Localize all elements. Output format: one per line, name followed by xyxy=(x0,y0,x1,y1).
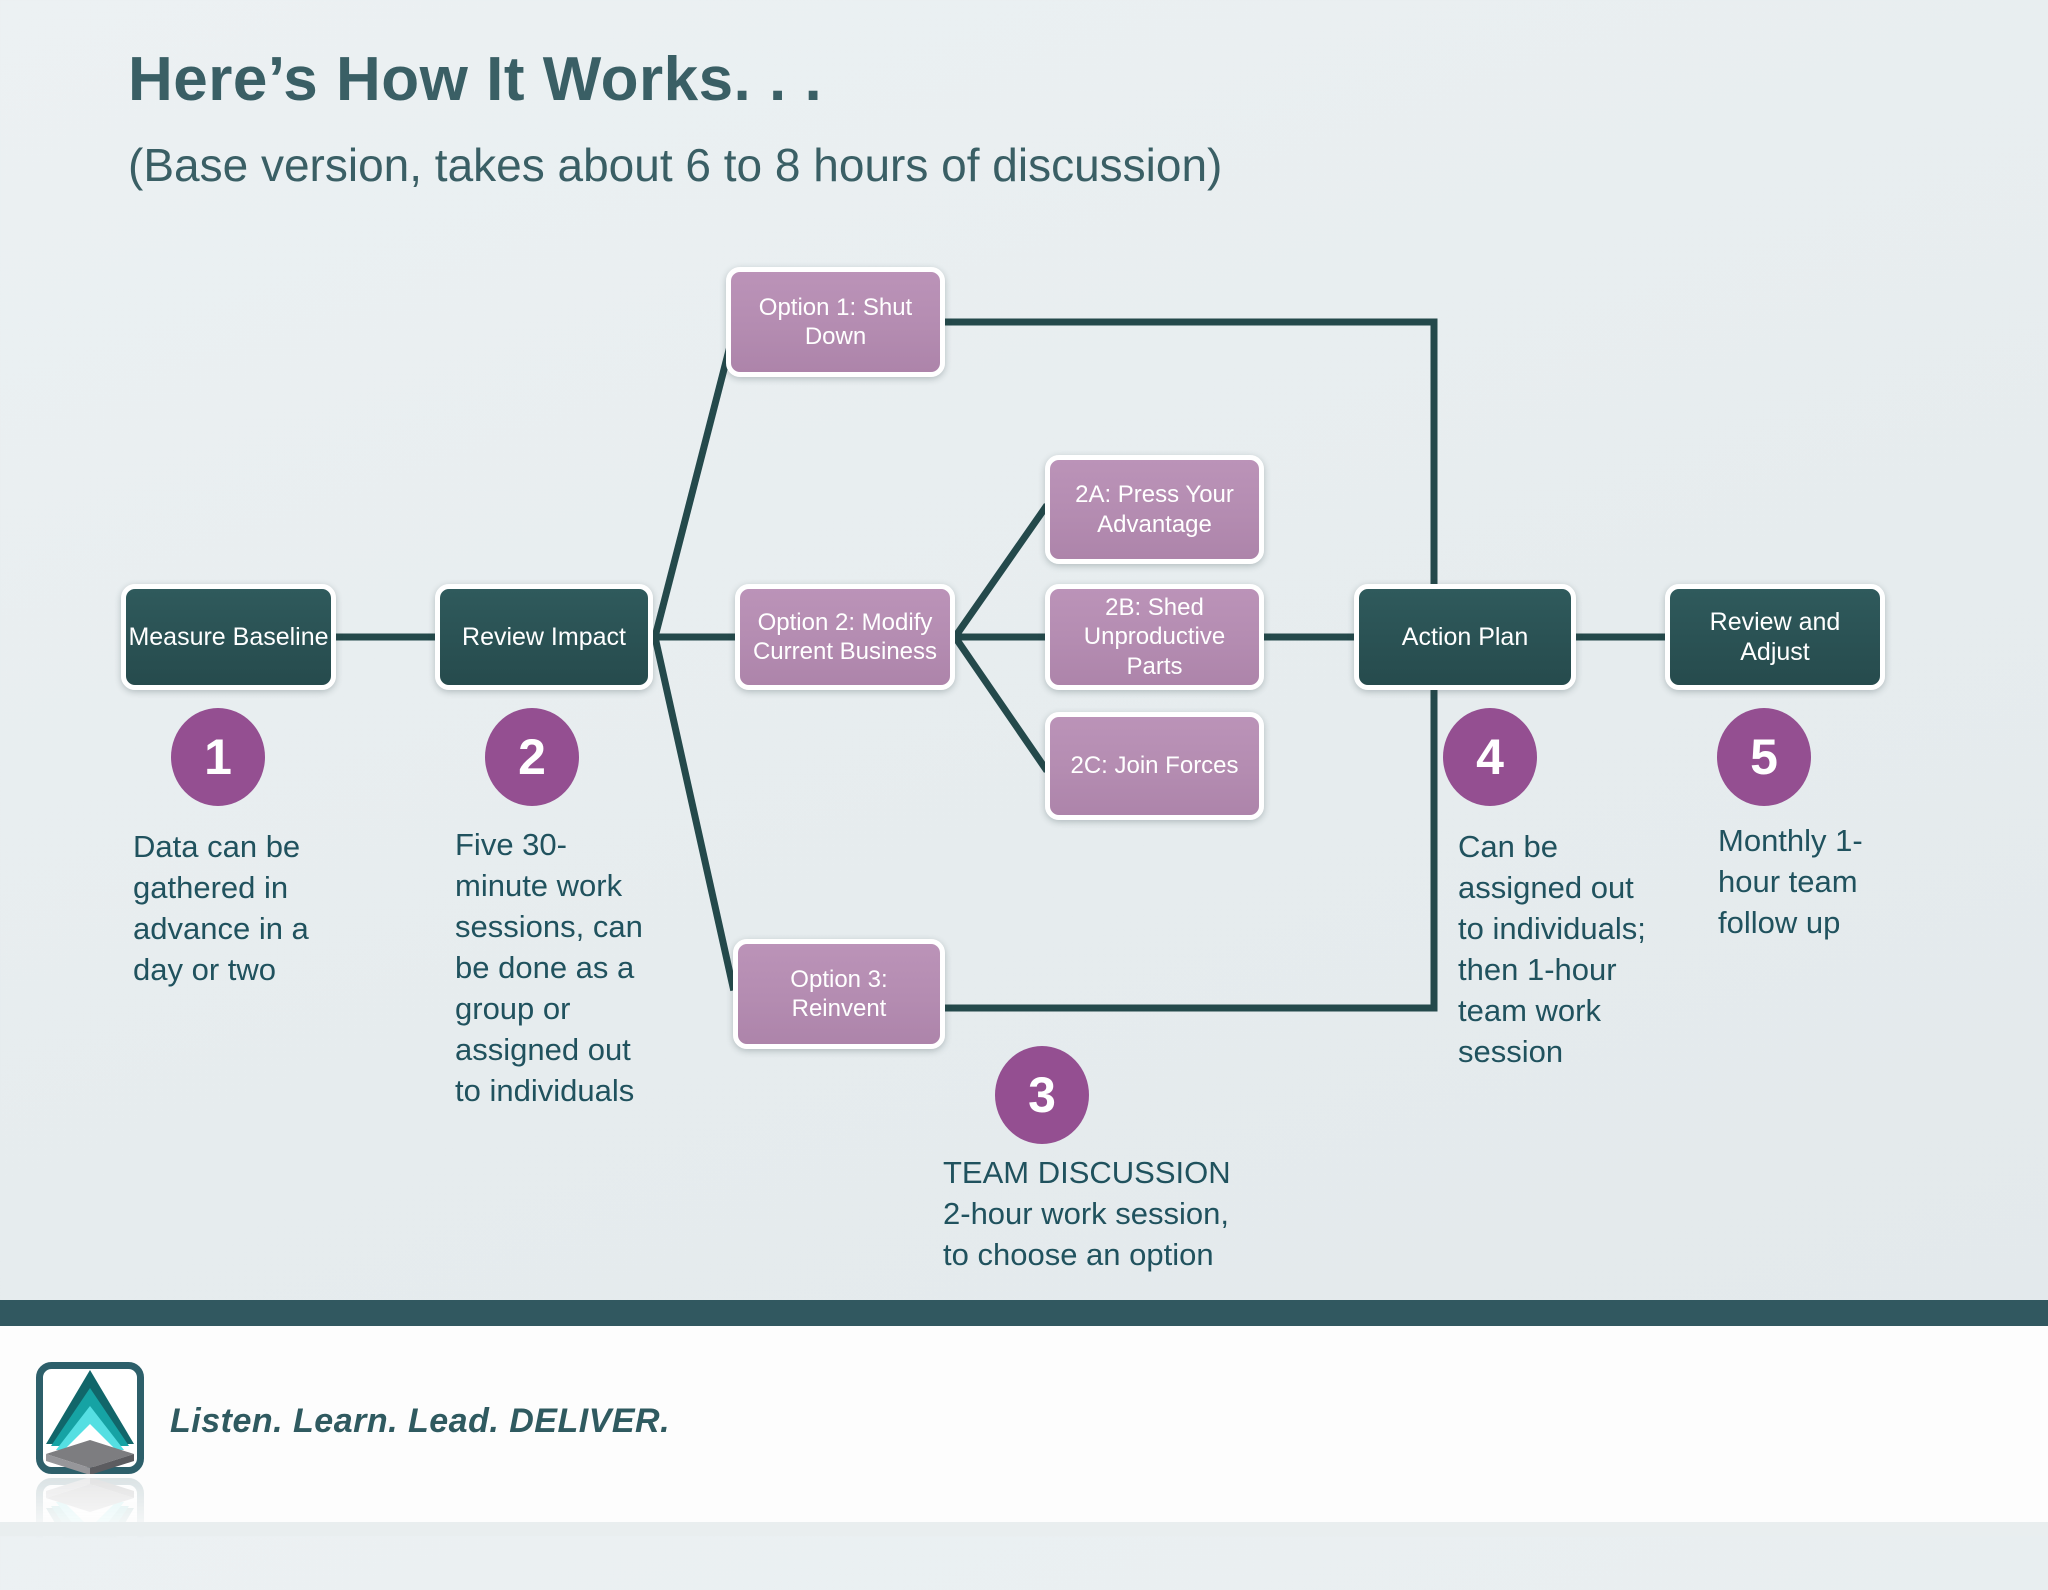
flow-box-label: 2B: Shed Unproductive Parts xyxy=(1083,594,1226,680)
footer: Listen. Learn. Lead. DELIVER. xyxy=(0,1326,2048,1590)
footer-tagline: Listen. Learn. Lead. DELIVER. xyxy=(170,1402,671,1440)
flow-box-label: Measure Baseline xyxy=(128,622,329,651)
step-note-1: Data can be gathered in advance in a day… xyxy=(133,829,309,987)
flow-box-2b-shed-unproductive-parts: 2B: Shed Unproductive Parts xyxy=(1045,584,1264,690)
step-number: 3 xyxy=(1028,1067,1056,1123)
flow-box-label: Option 1: Shut Down xyxy=(758,293,913,350)
step-number: 4 xyxy=(1476,729,1504,785)
flow-box-label: Option 2: Modify Current Business xyxy=(752,608,938,665)
flow-box-label: Review Impact xyxy=(462,622,626,651)
flow-box-label: Action Plan xyxy=(1401,622,1529,651)
company-logo-icon xyxy=(36,1362,144,1474)
step-circle-4: 4 xyxy=(1443,708,1537,806)
flow-box-label: 2A: Press Your Advantage xyxy=(1075,481,1234,538)
connector-review-to-option3 xyxy=(650,632,738,992)
flow-box-option3-reinvent: Option 3: Reinvent xyxy=(733,939,945,1049)
step-circle-5: 5 xyxy=(1717,708,1811,806)
footer-divider-bar xyxy=(0,1300,2048,1326)
step-circle-2: 2 xyxy=(485,708,579,806)
step-note-4: Can be assigned out to individuals; then… xyxy=(1458,829,1646,1069)
step-note-3: TEAM DISCUSSION 2-hour work session, to … xyxy=(943,1155,1231,1272)
step-note-5: Monthly 1- hour team follow up xyxy=(1718,823,1863,940)
step-number: 1 xyxy=(204,729,232,785)
step-note-2: Five 30- minute work sessions, can be do… xyxy=(455,827,643,1108)
flow-box-label: Option 3: Reinvent xyxy=(790,965,888,1022)
flow-box-measure-baseline: Measure Baseline xyxy=(121,584,336,690)
flow-box-2c-join-forces: 2C: Join Forces xyxy=(1045,712,1264,820)
flow-box-option1-shut-down: Option 1: Shut Down xyxy=(726,267,945,377)
connector-option2-to-2c xyxy=(950,632,1050,773)
bottom-strip xyxy=(0,1522,2048,1536)
step-circle-3: 3 xyxy=(995,1046,1089,1144)
connector-option2-to-2a xyxy=(950,503,1050,642)
connector-review-to-option1 xyxy=(650,345,734,642)
flow-box-review-impact: Review Impact xyxy=(435,584,653,690)
flow-box-2a-press-your-advantage: 2A: Press Your Advantage xyxy=(1045,455,1264,564)
flow-box-label: Review and Adjust xyxy=(1709,607,1841,667)
flow-box-action-plan: Action Plan xyxy=(1354,584,1576,690)
step-circle-1: 1 xyxy=(171,708,265,806)
flow-box-review-and-adjust: Review and Adjust xyxy=(1665,584,1885,690)
step-number: 5 xyxy=(1750,729,1778,785)
connector-lines xyxy=(332,318,1671,1012)
slide-canvas: Here’s How It Works. . . (Base version, … xyxy=(0,45,2048,1590)
flow-box-label: 2C: Join Forces xyxy=(1070,752,1239,780)
step-number: 2 xyxy=(518,729,546,785)
page-title: Here’s How It Works. . . xyxy=(128,45,823,114)
page-subtitle: (Base version, takes about 6 to 8 hours … xyxy=(128,139,1223,191)
flow-box-option2-modify-business: Option 2: Modify Current Business xyxy=(735,584,955,690)
